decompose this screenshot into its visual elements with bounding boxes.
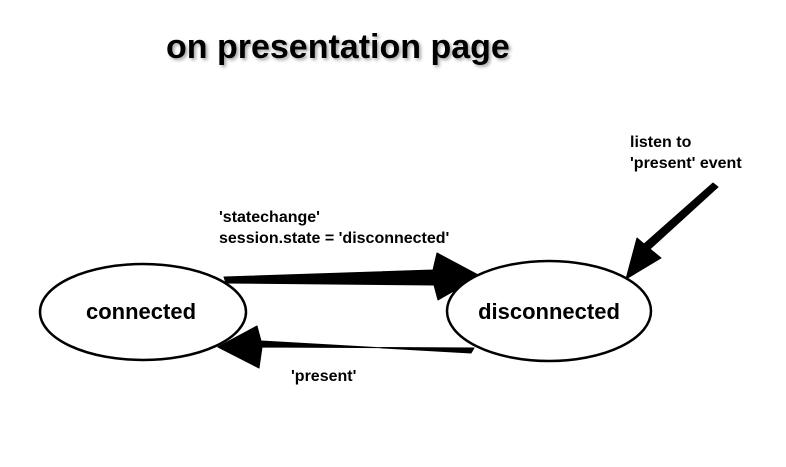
transition-label-statechange: 'statechange' xyxy=(219,209,320,226)
state-connected-label: connected xyxy=(86,299,196,324)
state-disconnected-shape xyxy=(445,259,653,363)
transition-label-session-state: session.state = 'disconnected' xyxy=(219,230,449,247)
transition-label-present: 'present' xyxy=(291,368,356,385)
state-connected-shape xyxy=(38,262,248,362)
diagram-title: on presentation page xyxy=(166,28,510,66)
annotation-label-line2: 'present' event xyxy=(630,155,742,172)
transition-arrow-to-connected xyxy=(217,325,475,369)
annotation-arrow xyxy=(625,182,719,280)
state-disconnected: disconnected xyxy=(445,259,653,363)
state-connected: connected xyxy=(38,262,248,362)
transition-arrow-to-disconnected xyxy=(223,252,481,301)
annotation-label-line1: listen to xyxy=(630,134,692,151)
state-disconnected-label: disconnected xyxy=(478,299,620,324)
